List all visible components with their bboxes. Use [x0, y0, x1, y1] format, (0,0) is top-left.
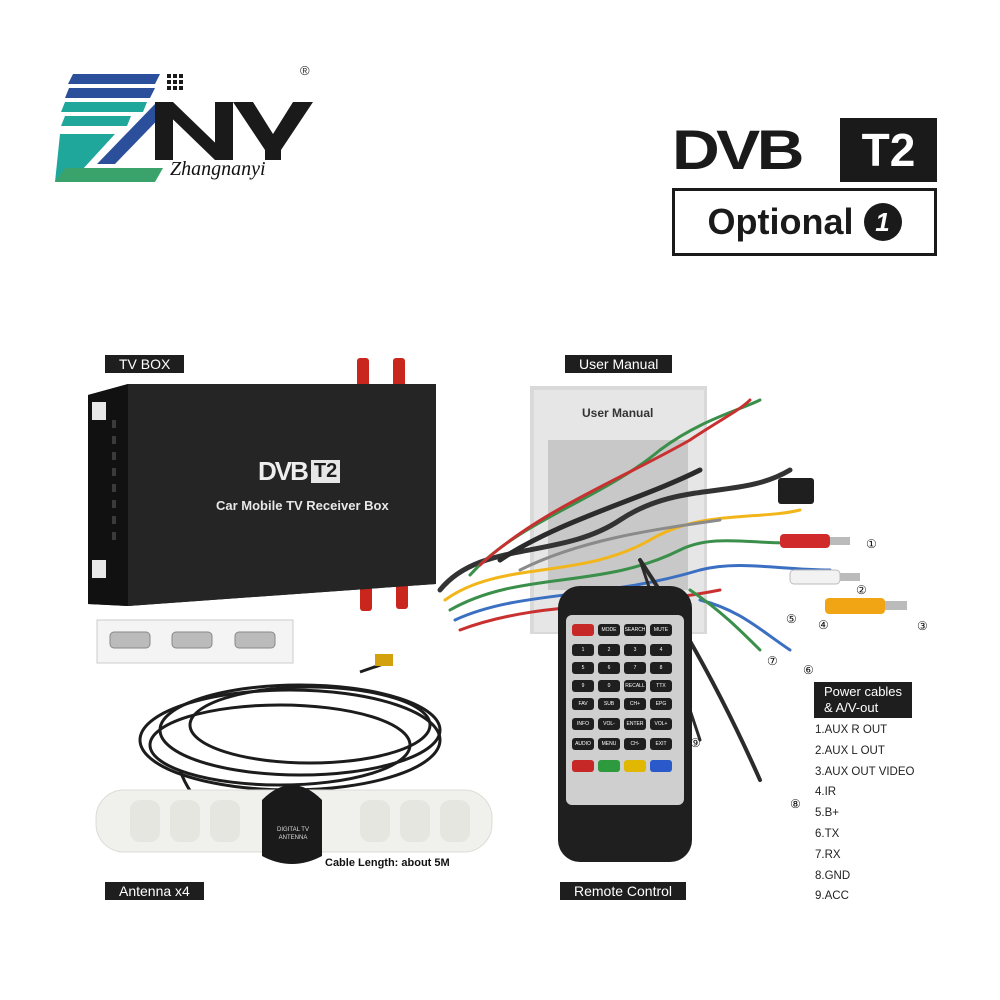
tv-box	[88, 384, 436, 606]
pin-item: 7.RX	[815, 848, 841, 861]
remote-key: CH-	[630, 741, 640, 747]
power-connector	[778, 478, 814, 504]
marker-2: ②	[856, 583, 867, 597]
cable-length-caption: Cable Length: about 5M	[325, 857, 450, 869]
dvb-t2-badge: DVB T2 Optional 1	[672, 118, 937, 256]
badge-dvb-text: DVB	[672, 118, 804, 181]
badge-t2: T2	[840, 118, 937, 182]
optional-text: Optional	[707, 201, 854, 242]
pin-list: 1.AUX R OUT 2.AUX L OUT 3.AUX OUT VIDEO …	[815, 720, 914, 907]
antenna-strip	[95, 785, 493, 864]
marker-6: ⑥	[803, 663, 814, 677]
remote-key: 6	[607, 665, 611, 671]
remote-key: CH+	[629, 701, 641, 707]
marker-8: ⑧	[790, 797, 801, 811]
remote-key: 7	[633, 665, 637, 671]
pin-item: 8.GND	[815, 869, 851, 882]
remote-key: MENU	[601, 741, 617, 747]
box-brand: DVB T2	[258, 456, 341, 487]
option-number: 1	[863, 203, 902, 241]
remote-key: TTX	[656, 683, 666, 689]
marker-9: ⑨	[690, 736, 701, 750]
remote-key: ENTER	[626, 721, 644, 727]
remote-key: EPG	[655, 701, 667, 707]
box-t2: T2	[310, 460, 341, 483]
antenna-connector	[375, 654, 393, 666]
registered-mark: ®	[300, 63, 310, 78]
pin-item: 6.TX	[815, 827, 840, 840]
power-cables-label: Power cables & A/V-out	[814, 682, 913, 718]
rca-plugs	[780, 534, 907, 614]
remote-key: RECALL	[625, 683, 645, 689]
box-caption: Car Mobile TV Receiver Box	[216, 498, 389, 513]
marker-1: ①	[866, 537, 877, 551]
remote-key: VOL+	[654, 721, 668, 727]
marker-5: ⑤	[786, 612, 797, 626]
pin-item: 3.AUX OUT VIDEO	[815, 765, 915, 778]
pin-item: 2.AUX L OUT	[815, 744, 885, 757]
tv-box-label: TV BOX	[105, 355, 185, 373]
remote-key: EXIT	[655, 741, 667, 747]
remote-key: 5	[581, 665, 585, 671]
remote-key: MODE	[601, 627, 617, 633]
optional-box: Optional 1	[672, 188, 937, 256]
zny-logo-graphic	[55, 74, 313, 182]
remote-key: INFO	[577, 721, 589, 727]
brand-subtext: Zhangnanyi	[170, 158, 266, 180]
remote-key: FAV	[578, 701, 588, 707]
box-dvb: DVB	[258, 456, 309, 486]
remote-key: 3	[633, 647, 637, 653]
remote-key: 2	[607, 647, 611, 653]
remote-key: 4	[659, 647, 663, 653]
pin-item: 9.ACC	[815, 890, 849, 903]
remote-key: 1	[581, 647, 585, 653]
marker-7: ⑦	[767, 654, 778, 668]
remote-key: SUB	[603, 701, 615, 707]
remote-key: 0	[607, 683, 611, 689]
remote-key: 8	[659, 665, 663, 671]
user-manual-label: User Manual	[565, 355, 673, 373]
remote-key: 9	[581, 683, 585, 689]
remote-control-label: Remote Control	[560, 882, 687, 900]
marker-3: ③	[917, 619, 928, 633]
remote-key: MUTE	[653, 627, 669, 633]
pin-item: 1.AUX R OUT	[815, 724, 888, 736]
manual-title: User Manual	[582, 406, 654, 420]
brand-logo: Zhangnanyi ®	[55, 60, 325, 200]
remote-key: AUDIO	[575, 741, 591, 747]
pin-item: 5.B+	[815, 807, 839, 820]
antenna-label-tag: Antenna x4	[105, 882, 204, 900]
remote-key: VOL-	[603, 721, 615, 727]
antenna-label: DIGITAL TV ANTENNA	[277, 827, 309, 841]
remote-key: SEARCH	[624, 627, 646, 633]
pin-item: 4.IR	[815, 786, 837, 799]
marker-4: ④	[818, 618, 829, 632]
remote-control	[558, 586, 692, 862]
tv-box-antennas	[357, 358, 408, 611]
